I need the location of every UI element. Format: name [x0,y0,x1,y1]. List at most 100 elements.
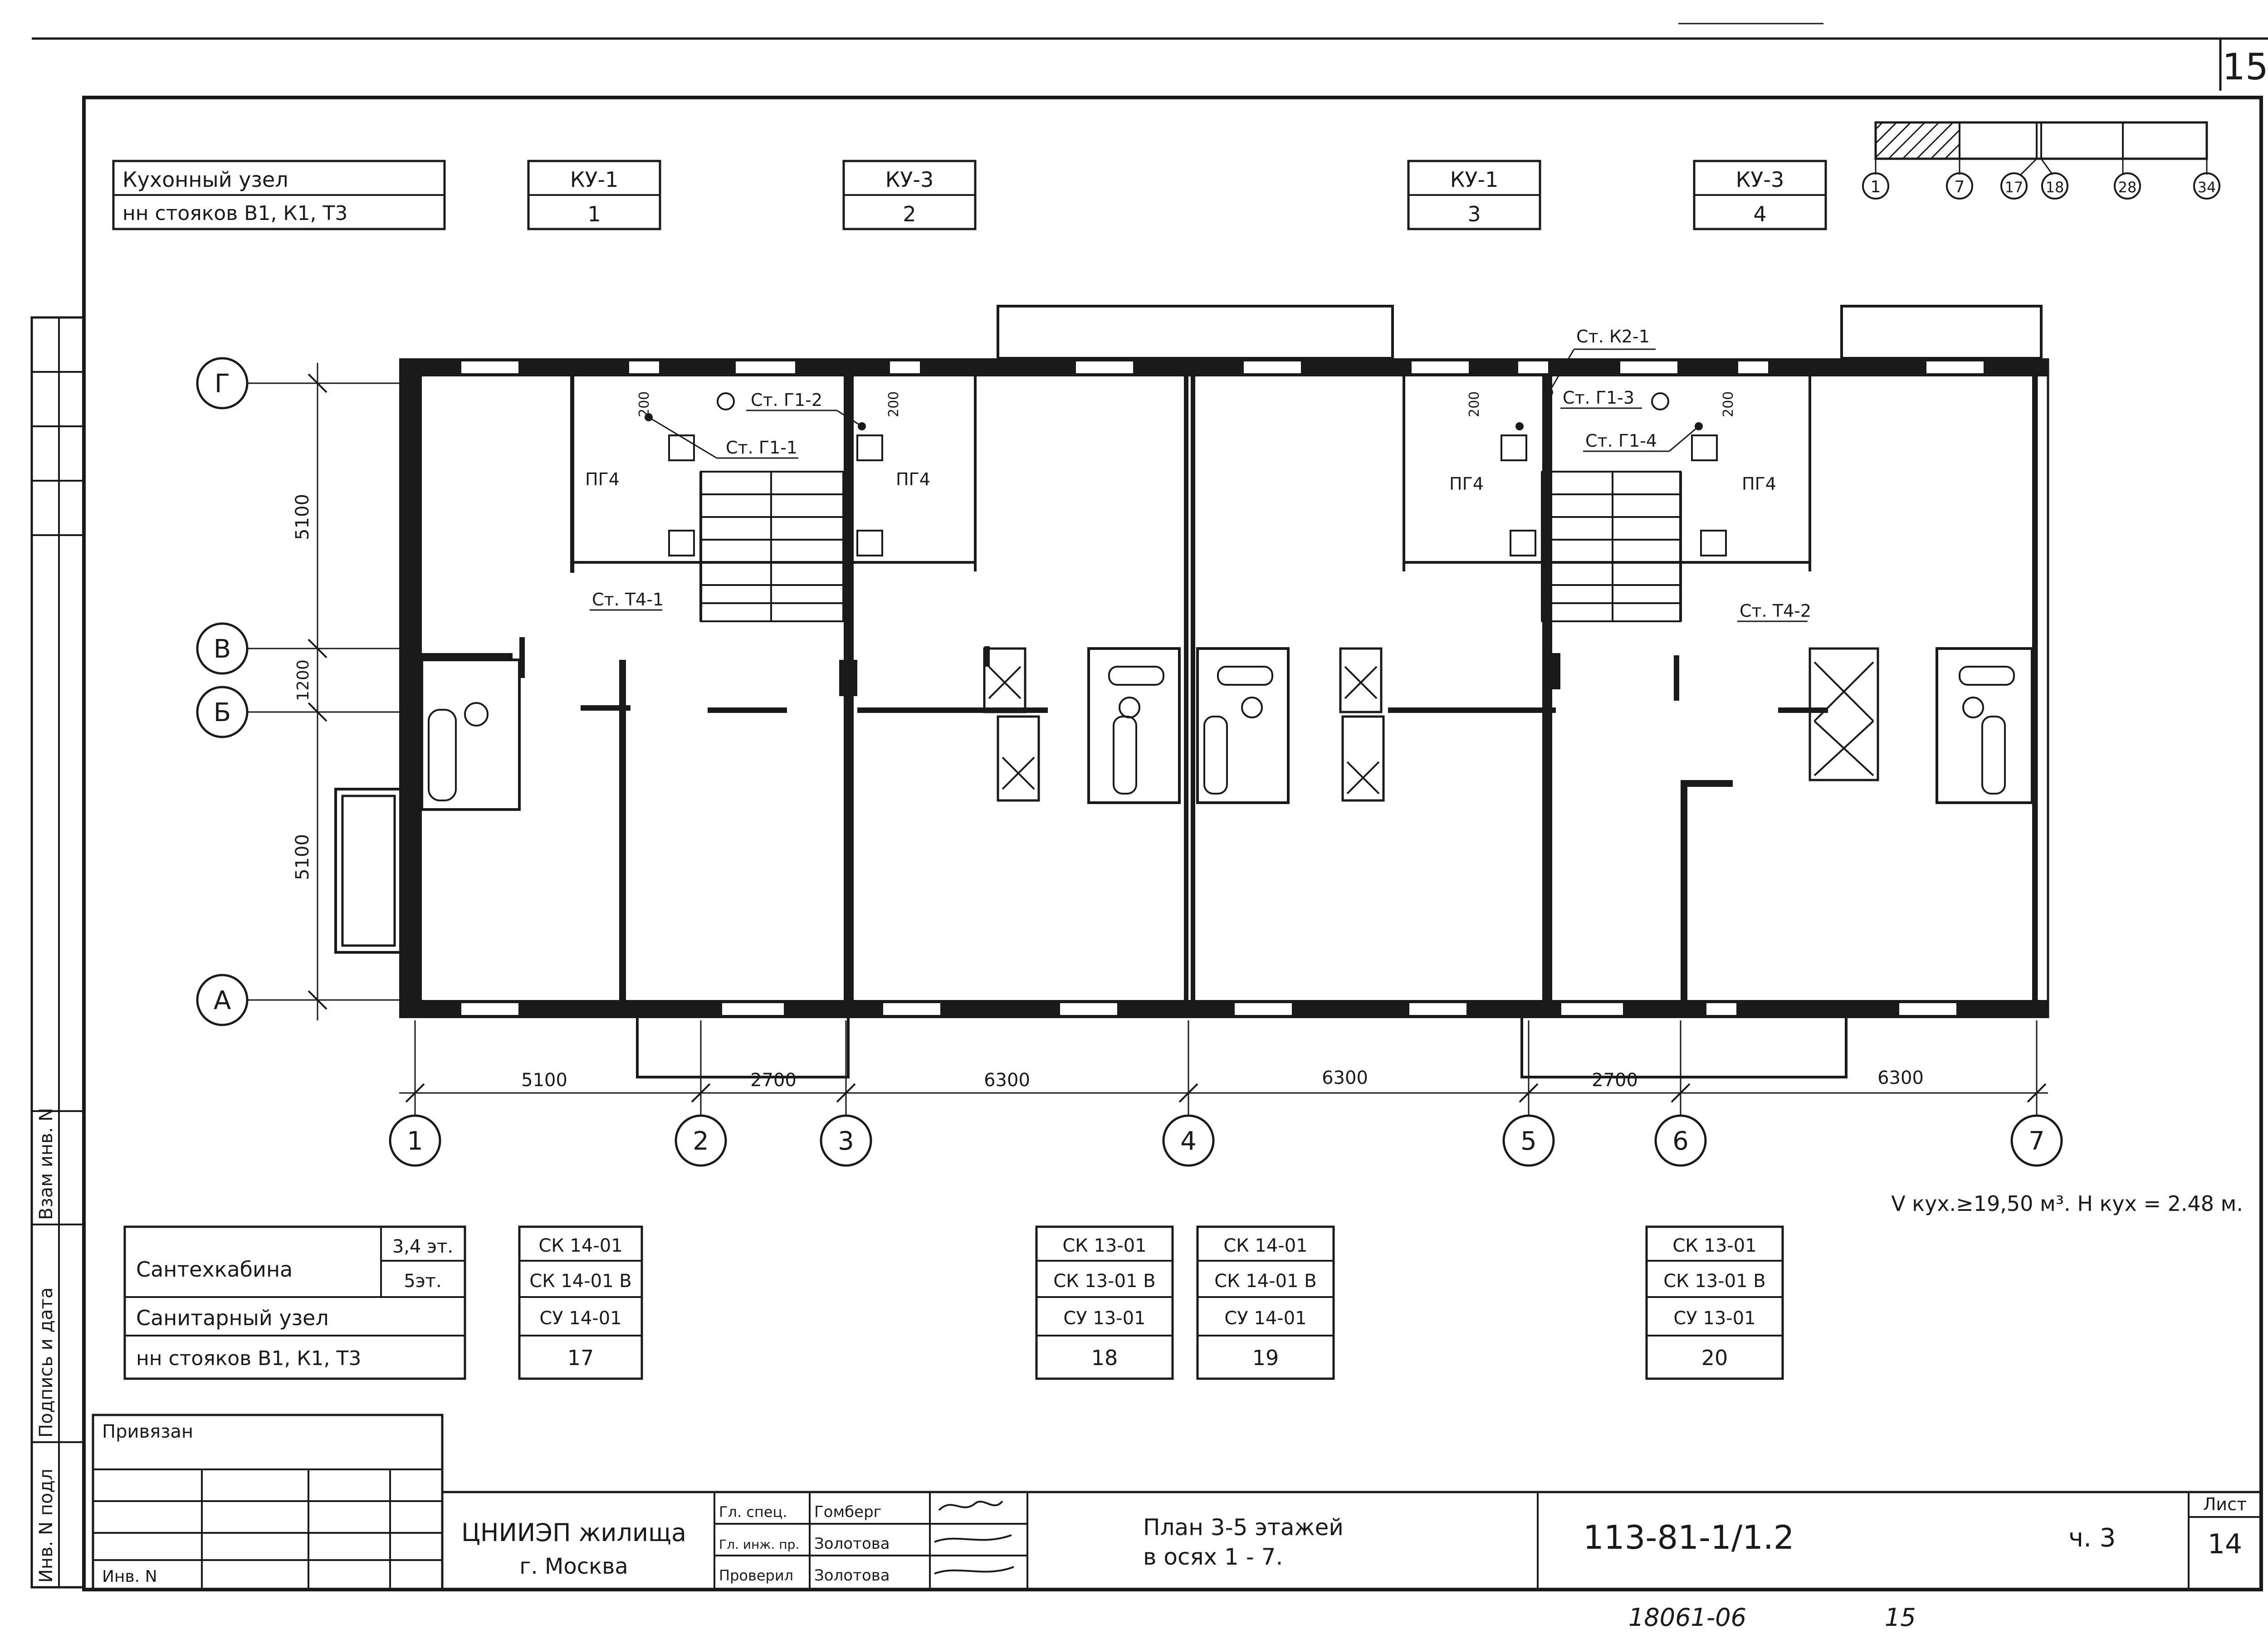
sanitary-g3-n: 19 [1252,1346,1279,1370]
drawing-title-line2: в осях 1 - 7. [1143,1544,1283,1570]
title-privyazan: Привязан [102,1421,193,1442]
axis-label-6: 6 [1672,1127,1689,1156]
sanitary-g1-n: 17 [567,1346,594,1370]
riser-k2-1: Ст. К2-1 [1576,327,1650,346]
bathroom-units [420,647,2033,811]
riser-g1-4: Ст. Г1-4 [1585,431,1657,451]
key-plan-axis-17: 17 [2005,179,2024,196]
col-dim-3: 6300 [984,1070,1030,1091]
riser-t4-2: Ст. Т4-2 [1740,601,1811,621]
sanitary-g1-c: СУ 14-01 [539,1308,621,1329]
sanitary-g2-n: 18 [1091,1346,1118,1370]
kitchen-col-2-num: 2 [903,202,916,226]
sheet-number: 14 [2208,1528,2242,1560]
title-role-1: Гл. спец. [719,1503,787,1521]
kitchen-col-2-type: КУ-3 [885,167,934,192]
sheet-frame [32,23,2268,1591]
pg4-label-2: ПГ4 [896,469,930,489]
kitchen-col-1-type: КУ-1 [570,167,619,192]
title-inv-n: Инв. N [102,1567,157,1586]
kitchen-col-3-num: 3 [1467,202,1481,226]
col-dim-4: 6300 [1322,1068,1368,1088]
sanitary-g1-a: СК 14-01 [538,1235,622,1256]
title-block [92,1414,2263,1591]
row-dim-1: 5100 [292,494,313,540]
title-name-1: Гомберг [814,1503,882,1521]
col-dim-1: 5100 [521,1070,567,1091]
dim-200-1: 200 [636,391,652,417]
axis-label-3: 3 [838,1127,854,1156]
title-org-line1: ЦНИИЭП жилища [461,1518,686,1547]
pg4-label-3: ПГ4 [1449,474,1484,494]
sanitary-g2-a: СК 13-01 [1062,1235,1146,1256]
side-stamp-podpis: Подпись и дата [36,1288,57,1438]
sanitary-g1-b: СК 14-01 В [529,1271,631,1292]
drawing-title-line1: План 3-5 этажей [1143,1514,1344,1541]
corner-sheet-number: 15 [2222,46,2268,88]
side-stamp [30,316,85,1589]
side-stamp-vzam-inv: Взам инв. N [36,1108,57,1220]
kitchen-table-title: Кухонный узел [122,167,288,192]
col-dim-6: 6300 [1877,1068,1924,1088]
axis-label-G: Г [215,369,230,399]
axis-label-B: Б [214,698,231,727]
sanitary-row1: Сантехкабина [136,1257,293,1282]
bottom-archive-page: 15 [1885,1603,1916,1632]
axis-label-V: В [214,634,231,664]
row-dim-3: 5100 [292,834,313,880]
sanitary-g2-b: СК 13-01 В [1053,1271,1155,1292]
kitchen-col-3-type: КУ-1 [1450,167,1499,192]
axis-label-7: 7 [2028,1127,2045,1156]
key-plan-axis-34: 34 [2198,179,2216,196]
key-plan [1862,121,2220,200]
key-plan-axis-7: 7 [1955,178,1965,196]
axis-label-4: 4 [1180,1127,1197,1156]
riser-t4-1: Ст. Т4-1 [592,590,664,610]
axis-label-5: 5 [1520,1127,1537,1156]
riser-g1-2: Ст. Г1-2 [751,390,822,410]
column-axes [389,1020,2063,1167]
row-axes [196,357,399,1026]
row-dim-2: 1200 [294,659,313,701]
vent-shafts [983,647,1879,802]
pg4-label-1: ПГ4 [585,469,620,489]
key-plan-axis-1: 1 [1871,178,1881,196]
side-stamp-inv-podl: Инв. N подл [36,1468,57,1583]
kitchen-col-4-num: 4 [1753,202,1766,226]
key-plan-axis-18: 18 [2046,179,2064,196]
kitchen-col-1-num: 1 [587,202,601,226]
sanitary-g4-c: СУ 13-01 [1673,1308,1755,1329]
kitchen-col-4-type: КУ-3 [1736,167,1784,192]
title-name-2: Золотова [814,1535,890,1553]
drawing-part: ч. 3 [2068,1523,2116,1553]
col-dim-5: 2700 [1592,1070,1638,1091]
riser-callout-lines [590,348,1808,622]
sheet-label: Лист [2203,1494,2247,1514]
sanitary-row3: нн стояков В1, К1, Т3 [136,1347,361,1370]
sanitary-row2: Санитарный узел [136,1306,329,1330]
riser-g1-1: Ст. Г1-1 [726,438,797,458]
axis-label-2: 2 [693,1127,709,1156]
kitchen-volume-note: V кух.≥19,50 м³. Н кух = 2.48 м. [1891,1191,2243,1216]
axis-label-A: А [214,986,231,1015]
dim-200-3: 200 [1466,391,1482,417]
title-role-2: Гл. инж. пр. [719,1537,799,1552]
riser-g1-3: Ст. Г1-3 [1563,388,1634,408]
dim-200-4: 200 [1721,391,1736,417]
sanitary-g4-n: 20 [1701,1346,1728,1370]
sanitary-g3-c: СУ 14-01 [1224,1308,1306,1329]
title-role-3: Проверил [719,1567,793,1584]
kitchen-table-risers: нн стояков В1, К1, Т3 [122,202,347,225]
kitchen-table [112,160,1827,230]
sanitary-g4-b: СК 13-01 В [1663,1271,1765,1292]
dim-200-2: 200 [886,391,902,417]
stair-right [1541,471,1681,622]
key-plan-axis-28: 28 [2118,179,2137,196]
sanitary-g2-c: СУ 13-01 [1063,1308,1145,1329]
sanitary-g3-b: СК 14-01 В [1214,1271,1316,1292]
col-dim-2: 2700 [750,1070,797,1091]
sanitary-table [123,1225,1784,1380]
title-org-line2: г. Москва [519,1554,628,1579]
axis-label-1: 1 [407,1127,423,1156]
